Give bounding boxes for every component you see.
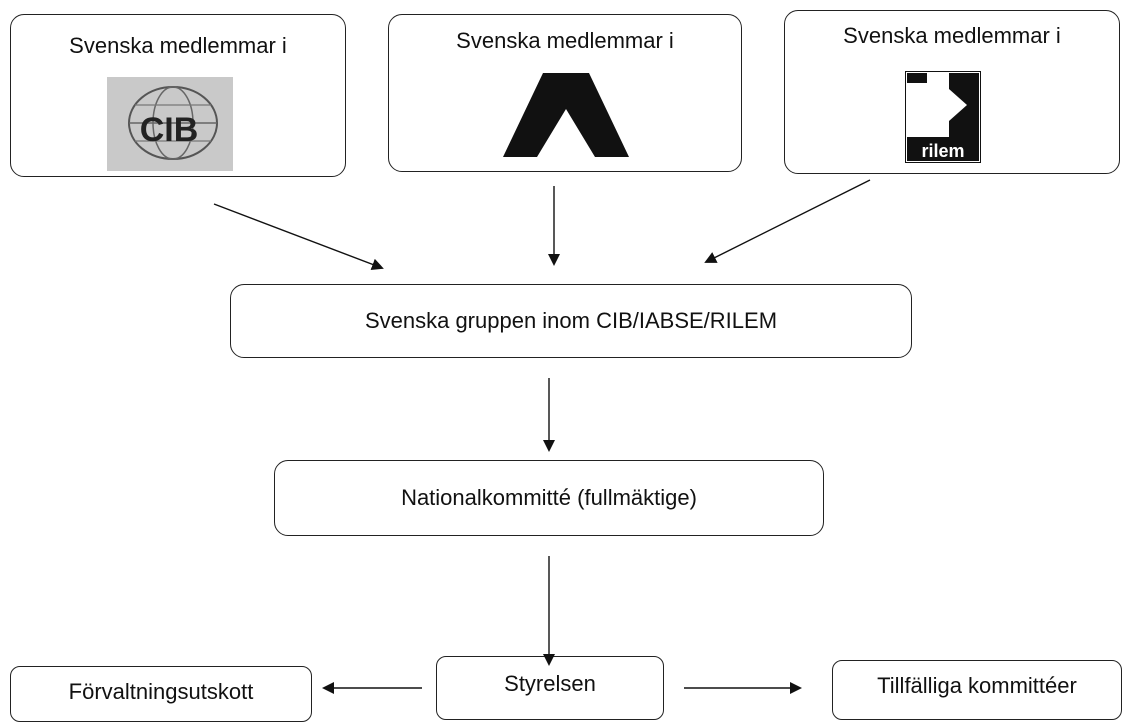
member-box-rilem: Svenska medlemmar i rilem bbox=[784, 10, 1120, 174]
member-box-iabse: Svenska medlemmar i bbox=[388, 14, 742, 172]
cib-logo: CIB bbox=[107, 77, 233, 171]
forvaltningsutskott-label: Förvaltningsutskott bbox=[68, 679, 254, 704]
member-box-cib: Svenska medlemmar i CIB bbox=[10, 14, 346, 177]
nationalkommitte-box: Nationalkommitté (fullmäktige) bbox=[274, 460, 824, 536]
arrow-rilem-to-gruppen bbox=[704, 179, 871, 263]
iabse-logo bbox=[503, 73, 629, 157]
member-box-label: Svenska medlemmar i bbox=[843, 23, 1061, 48]
arrow-cib-to-gruppen bbox=[213, 203, 384, 271]
rilem-logo-text: rilem bbox=[921, 141, 964, 161]
tillfalliga-kommitteer-label: Tillfälliga kommittéer bbox=[877, 673, 1077, 698]
member-box-label: Svenska medlemmar i bbox=[456, 28, 674, 53]
svenska-gruppen-label: Svenska gruppen inom CIB/IABSE/RILEM bbox=[364, 308, 778, 333]
cib-logo-text: CIB bbox=[140, 111, 199, 149]
tillfalliga-kommitteer-box: Tillfälliga kommittéer bbox=[832, 660, 1122, 720]
svenska-gruppen-box: Svenska gruppen inom CIB/IABSE/RILEM bbox=[230, 284, 912, 358]
member-box-label: Svenska medlemmar i bbox=[69, 33, 287, 58]
forvaltningsutskott-box: Förvaltningsutskott bbox=[10, 666, 312, 722]
styrelsen-label: Styrelsen bbox=[504, 671, 596, 696]
rilem-logo: rilem bbox=[905, 71, 981, 163]
nationalkommitte-label: Nationalkommitté (fullmäktige) bbox=[401, 485, 697, 510]
